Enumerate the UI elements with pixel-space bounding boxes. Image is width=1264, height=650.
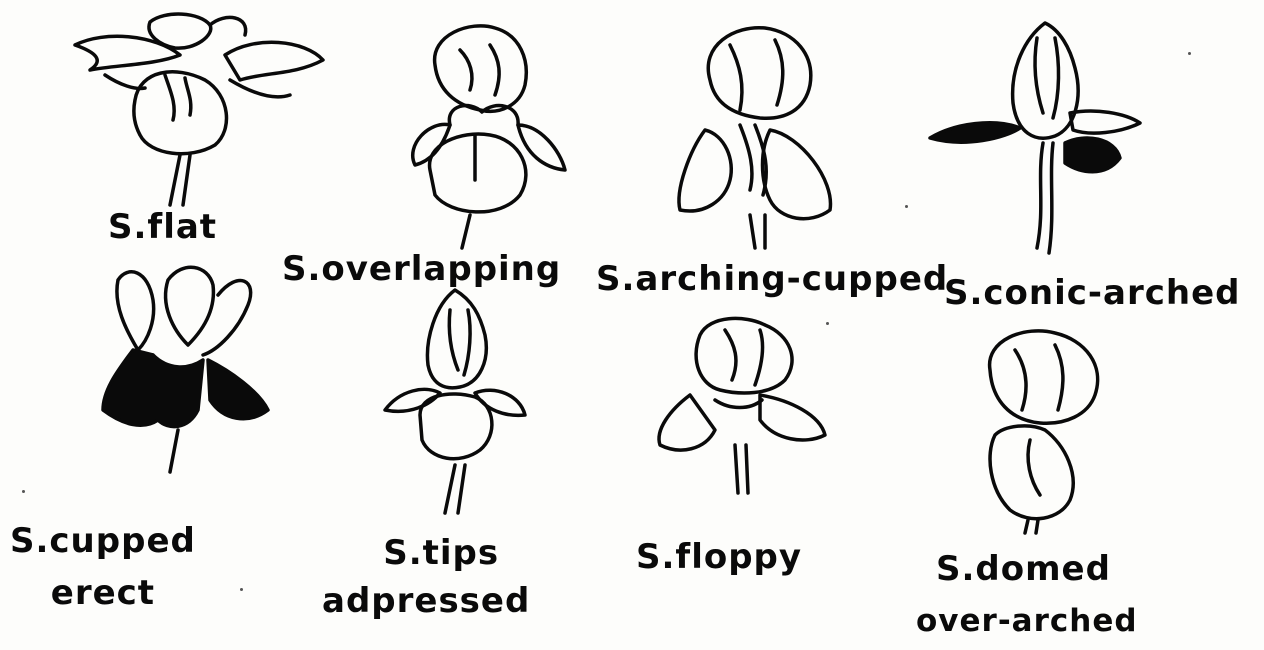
caption-tips-adpressed: S.tips adpressed <box>322 536 530 618</box>
caption-floppy: S.floppy <box>636 540 802 574</box>
iris-figure-flat <box>65 10 335 210</box>
paper-speck <box>1188 52 1191 55</box>
caption-arching-cupped: S.arching-cupped <box>596 262 948 296</box>
iris-conic-arched-drawing <box>925 18 1145 258</box>
caption-domed-line1: S.domed <box>936 552 1138 586</box>
caption-flat-line1: S.flat <box>108 207 217 247</box>
caption-cupped-erect-line2: erect <box>10 576 196 610</box>
caption-cupped-erect-line1: S.cupped <box>10 524 196 558</box>
iris-arching-cupped-drawing <box>665 20 845 250</box>
iris-flat-drawing <box>65 10 335 210</box>
caption-flat: S.flat <box>108 210 217 244</box>
iris-tips-adpressed-drawing <box>380 285 530 515</box>
caption-overlapping: S.overlapping <box>282 252 561 286</box>
iris-figure-cupped-erect <box>98 260 273 475</box>
caption-domed-line2: over-arched <box>916 606 1138 637</box>
iris-overlapping-drawing <box>390 20 575 250</box>
caption-overlapping-line1: S.overlapping <box>282 249 561 289</box>
paper-speck <box>905 205 908 208</box>
iris-cupped-erect-drawing <box>98 260 273 475</box>
iris-figure-overlapping <box>390 20 575 250</box>
iris-figure-domed <box>970 325 1110 535</box>
iris-figure-conic-arched <box>925 18 1145 258</box>
caption-arching-cupped-line1: S.arching-cupped <box>596 259 948 299</box>
iris-figure-tips-adpressed <box>380 285 530 515</box>
caption-tips-adpressed-line2: adpressed <box>322 584 530 618</box>
caption-tips-adpressed-line1: S.tips <box>352 536 530 570</box>
iris-floppy-drawing <box>650 315 835 495</box>
iris-figure-floppy <box>650 315 835 495</box>
caption-conic-arched: S.conic-arched <box>944 276 1241 310</box>
paper-speck <box>826 322 829 325</box>
iris-domed-drawing <box>970 325 1110 535</box>
paper-speck <box>240 588 243 591</box>
caption-conic-arched-line1: S.conic-arched <box>944 273 1241 313</box>
paper-speck <box>22 490 25 493</box>
caption-cupped-erect: S.cupped erect <box>10 524 196 610</box>
caption-floppy-line1: S.floppy <box>636 537 802 577</box>
caption-domed: S.domed over-arched <box>916 552 1138 637</box>
iris-figure-arching-cupped <box>665 20 845 250</box>
